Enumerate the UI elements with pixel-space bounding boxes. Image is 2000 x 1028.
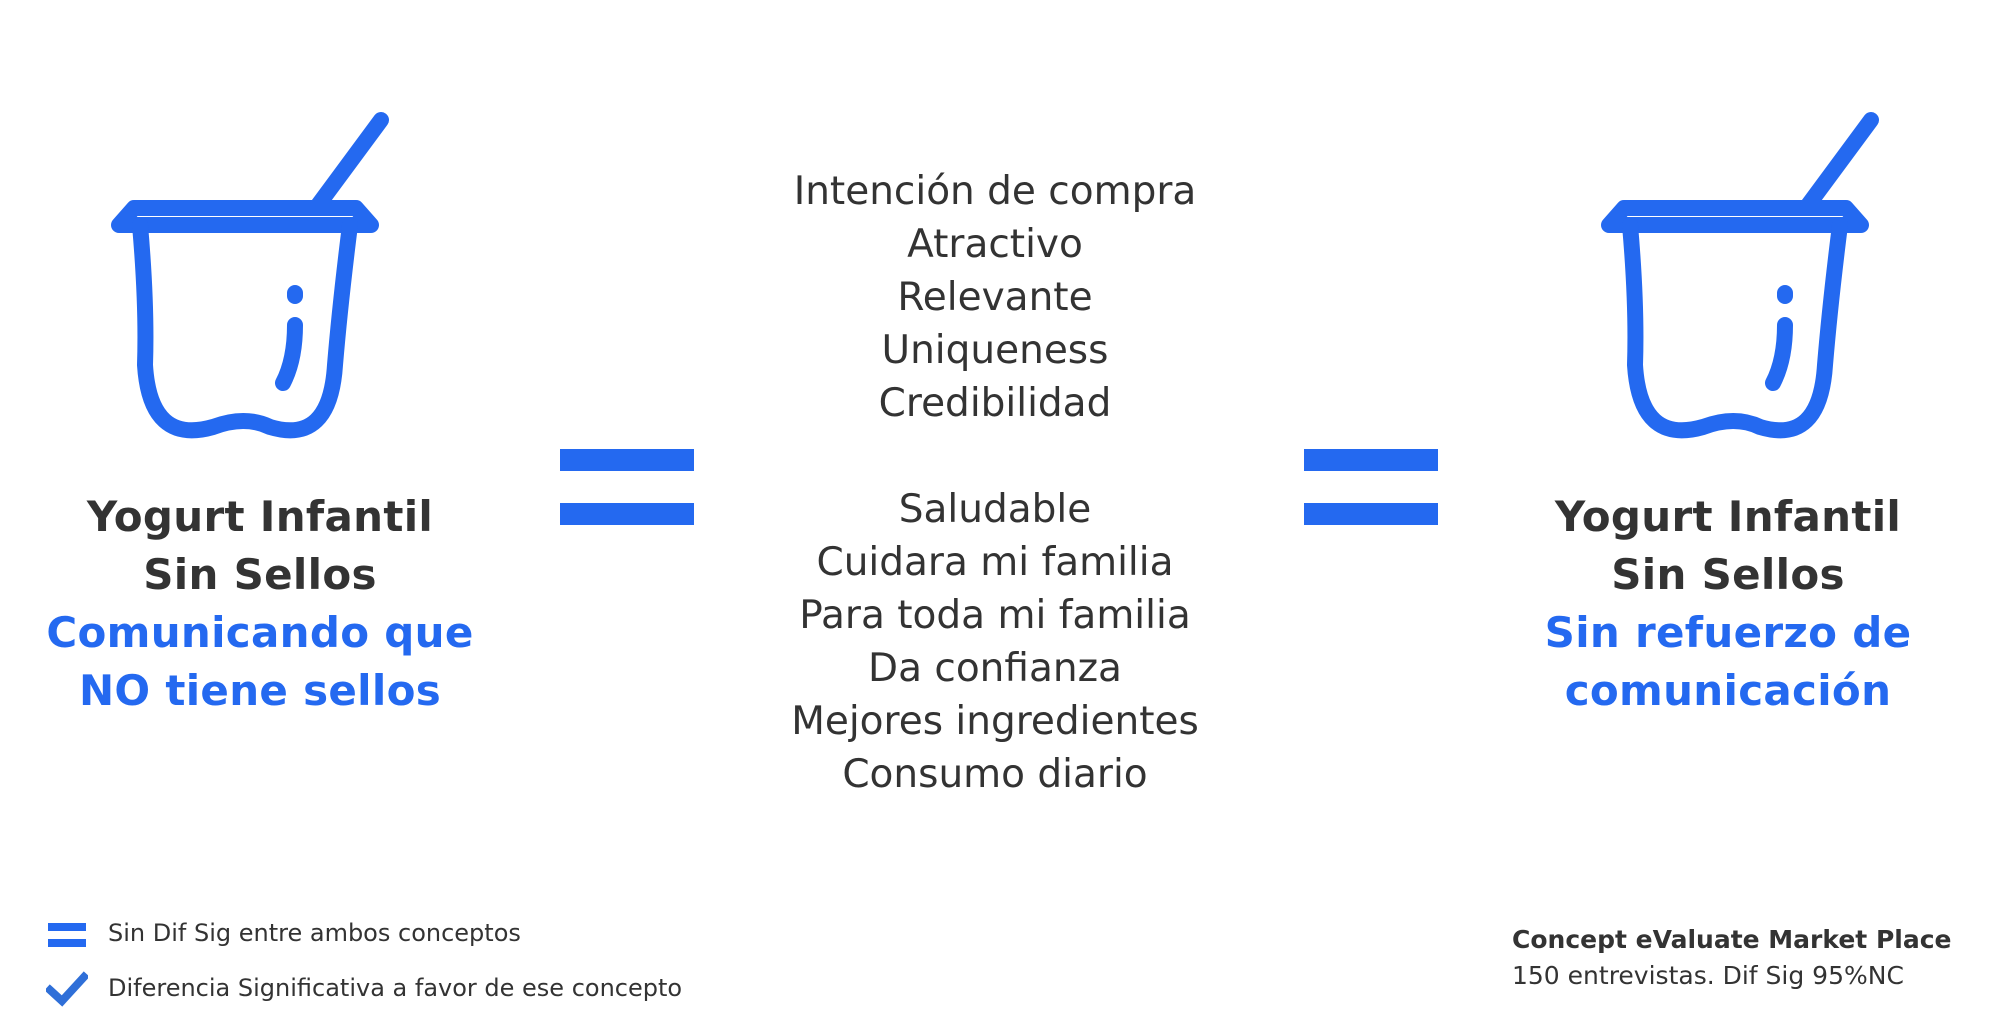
source-title: Concept eValuate Market Place [1512,925,1952,954]
left-concept-label: Yogurt Infantil Sin Sellos Comunicando q… [0,488,520,720]
equals-icon [46,915,88,953]
attribute-item: Uniqueness [881,328,1109,373]
left-concept-line1: Yogurt Infantil [86,492,434,541]
yogurt-cup-icon [111,112,389,439]
left-concept-highlight1: Comunicando que [46,608,474,657]
right-concept-label: Yogurt Infantil Sin Sellos Sin refuerzo … [1468,488,1988,720]
attribute-item: Mejores ingredientes [791,699,1199,744]
attribute-item: Para toda mi familia [799,593,1191,638]
equals-icon [560,449,694,525]
yogurt-cup-icon [1601,112,1879,439]
attribute-item: Cuidara mi familia [816,540,1174,585]
attribute-item: Credibilidad [878,381,1112,426]
attribute-group-spacer [735,430,1255,483]
left-concept-line2: Sin Sellos [143,550,377,599]
attributes-list: Intención de compra Atractivo Relevante … [735,165,1255,801]
equals-icon [1304,449,1438,525]
right-concept-highlight1: Sin refuerzo de [1544,608,1912,657]
attribute-item: Saludable [898,487,1092,532]
left-concept-highlight2: NO tiene sellos [78,666,442,715]
attribute-item: Relevante [897,275,1093,320]
attribute-item: Intención de compra [793,169,1197,214]
attribute-item: Consumo diario [842,752,1148,797]
source-note: Concept eValuate Market Place 150 entrev… [1512,922,1951,994]
source-details: 150 entrevistas. Dif Sig 95%NC [1512,961,1904,990]
right-concept-line2: Sin Sellos [1611,550,1845,599]
right-concept-line1: Yogurt Infantil [1554,492,1902,541]
attribute-item: Da confianza [868,646,1122,691]
legend-sig-diff-label: Diferencia Significativa a favor de ese … [108,974,683,1002]
checkmark-icon [46,971,88,1007]
right-concept-highlight2: comunicación [1564,666,1892,715]
attribute-item: Atractivo [907,222,1083,267]
legend-no-diff-label: Sin Dif Sig entre ambos conceptos [108,919,521,947]
